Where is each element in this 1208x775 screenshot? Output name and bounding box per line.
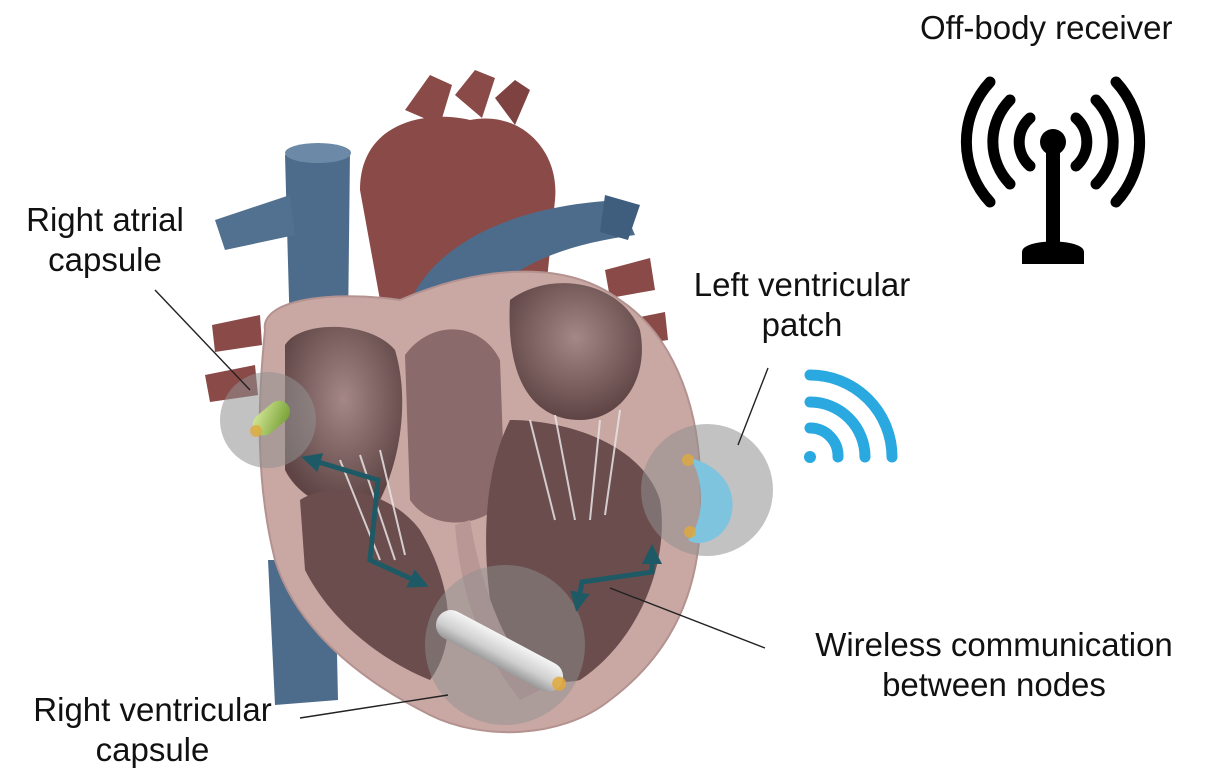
wifi-signal-icon bbox=[804, 375, 892, 463]
antenna-broadcast-icon bbox=[966, 82, 1139, 264]
leader-left-ventricular bbox=[738, 368, 768, 445]
